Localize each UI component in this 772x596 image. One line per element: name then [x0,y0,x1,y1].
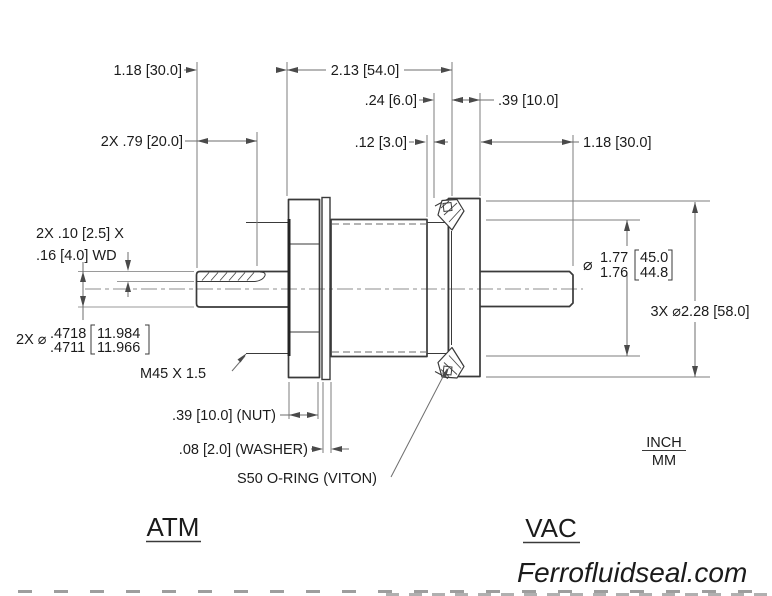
washer [321,196,331,381]
pilot-dia-mm-max: 45.0 [640,250,668,266]
dim-flange-thickness-text: .39 [10.0] [498,93,558,109]
left-shaft-thread [197,271,266,282]
oring-pocket-bottom [434,346,465,379]
shaft-dia-mm-max: 11.984 [97,326,140,342]
dim-shaft-dia: 2X ⌀ .4718 .4711 11.984 11.966 [16,262,150,356]
nut [287,198,321,379]
dim-washer-thickness: .08 [2.0] (WASHER) [179,442,349,458]
dim-pilot-width: .24 [6.0] [365,93,463,109]
m45-thread-stub [246,222,288,354]
units-inch-label: INCH [646,435,681,451]
flange [447,197,481,378]
left-shaft [195,270,288,308]
pilot-dia-inch-max: 1.77 [600,250,628,266]
body [330,218,449,358]
groove-spec-line1: 2X .10 [2.5] X [36,226,124,242]
right-shaft [480,270,574,308]
view-title-vac: VAC [525,513,577,543]
dim-shaft-length-left: 1.18 [30.0] [113,63,287,79]
dim-pilot-dia: ⌀ 1.77 1.76 45.0 44.8 [583,220,673,356]
dim-nut-thickness: .39 [10.0] (NUT) [172,408,318,424]
dim-shaft-length-left-text: 1.18 [30.0] [113,63,182,79]
dim-shaft-length-right-text: 1.18 [30.0] [583,135,652,151]
pilot-dia-inch-min: 1.76 [600,265,628,281]
units-legend: INCH MM [642,435,686,469]
dim-step-width: .12 [3.0] [355,135,448,151]
shaft-dia-inch-min: .4711 [50,340,85,356]
watermark-text: Ferrofluidseal.com [517,557,747,588]
pilot-dia-mm-min: 44.8 [640,265,668,281]
oring-callout-text: S50 O-RING (VITON) [237,471,377,487]
pilot-dia-prefix: ⌀ [583,257,593,274]
view-titles: ATM VAC [146,512,580,544]
thread-spec-text: M45 X 1.5 [140,366,206,382]
washer-thickness-text: .08 [2.0] (WASHER) [179,442,308,458]
part-geometry [85,196,583,381]
shaft-dia-mm-min: 11.966 [97,340,140,356]
dim-thread-length: 2X .79 [20.0] [101,134,257,150]
units-mm-label: MM [652,453,676,469]
groove-spec-line2: .16 [4.0] WD [36,248,117,264]
nut-thickness-text: .39 [10.0] (NUT) [172,408,276,424]
shaft-dia-inch-max: .4718 [50,326,86,342]
view-title-atm: ATM [147,512,200,542]
dim-step-width-text: .12 [3.0] [355,135,407,151]
dim-body-length: 2.13 [54.0] [287,63,452,79]
outer-dia-text: 3X ⌀2.28 [58.0] [650,304,749,320]
dim-outer-dia: 3X ⌀2.28 [58.0] [650,202,750,377]
dim-groove-spec: 2X .10 [2.5] X .16 [4.0] WD [36,226,131,297]
bottom-dashed-border [18,590,772,596]
shaft-dia-prefix: 2X ⌀ [16,332,47,348]
dimension-lines: 1.18 [30.0] 2.13 [54.0] 2X .79 [20.0] .2… [16,62,750,487]
dim-flange-thickness: .39 [10.0] [452,93,558,109]
callout-oring: S50 O-RING (VITON) [237,367,449,487]
dim-shaft-length-right: 1.18 [30.0] [481,135,652,151]
oring-pocket-top [434,198,465,231]
dim-body-length-text: 2.13 [54.0] [331,63,400,79]
dim-thread-length-text: 2X .79 [20.0] [101,134,183,150]
dim-pilot-width-text: .24 [6.0] [365,93,417,109]
callout-thread-spec: M45 X 1.5 [140,353,247,382]
